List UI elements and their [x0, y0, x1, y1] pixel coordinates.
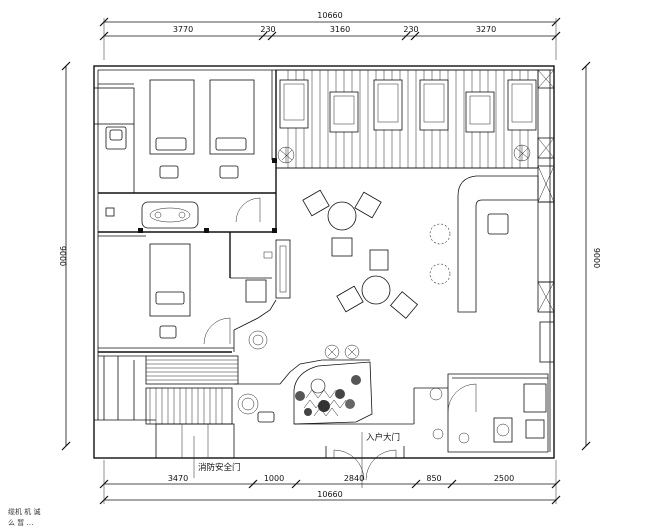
- entrance-garden: [293, 361, 448, 425]
- right-dimension-line: [581, 61, 591, 451]
- fire-door-label: 消防安全门: [198, 462, 241, 473]
- stairs: [98, 355, 370, 459]
- main-hall: [276, 165, 555, 363]
- top-segment-4: 230: [403, 25, 418, 34]
- bottom-segment-4: 850: [426, 474, 441, 483]
- right-total-dimension: 9000: [592, 248, 601, 268]
- entrance-label: 入户大门: [366, 432, 400, 443]
- plant-right: [513, 144, 531, 162]
- bottom-dimension-line: [99, 460, 561, 505]
- garden-shrubs: [295, 375, 361, 417]
- top-dimension-line: [99, 17, 561, 60]
- left-dimension-line: [61, 61, 71, 451]
- bottom-segment-2: 1000: [264, 474, 284, 483]
- entrance-door: [325, 432, 405, 488]
- bottom-segment-1: 3470: [168, 474, 188, 483]
- plant-left: [277, 146, 295, 164]
- top-total-dimension: 10660: [317, 11, 342, 20]
- footnote-line-2: 么 暂 …: [8, 518, 33, 527]
- top-segment-3: 3160: [330, 25, 350, 34]
- top-segment-1: 3770: [173, 25, 193, 34]
- bottom-segment-5: 2500: [494, 474, 514, 483]
- bottom-total-dimension: 10660: [317, 490, 342, 499]
- top-lounge: [275, 69, 555, 169]
- restroom: [429, 373, 549, 453]
- top-segment-5: 3270: [476, 25, 496, 34]
- footnote-line-1: 缆机 机 诚: [8, 507, 40, 516]
- left-rooms: [93, 70, 291, 353]
- left-total-dimension: 9000: [58, 246, 67, 266]
- bottom-segment-3: 2840: [344, 474, 364, 483]
- top-segment-2: 230: [260, 25, 275, 34]
